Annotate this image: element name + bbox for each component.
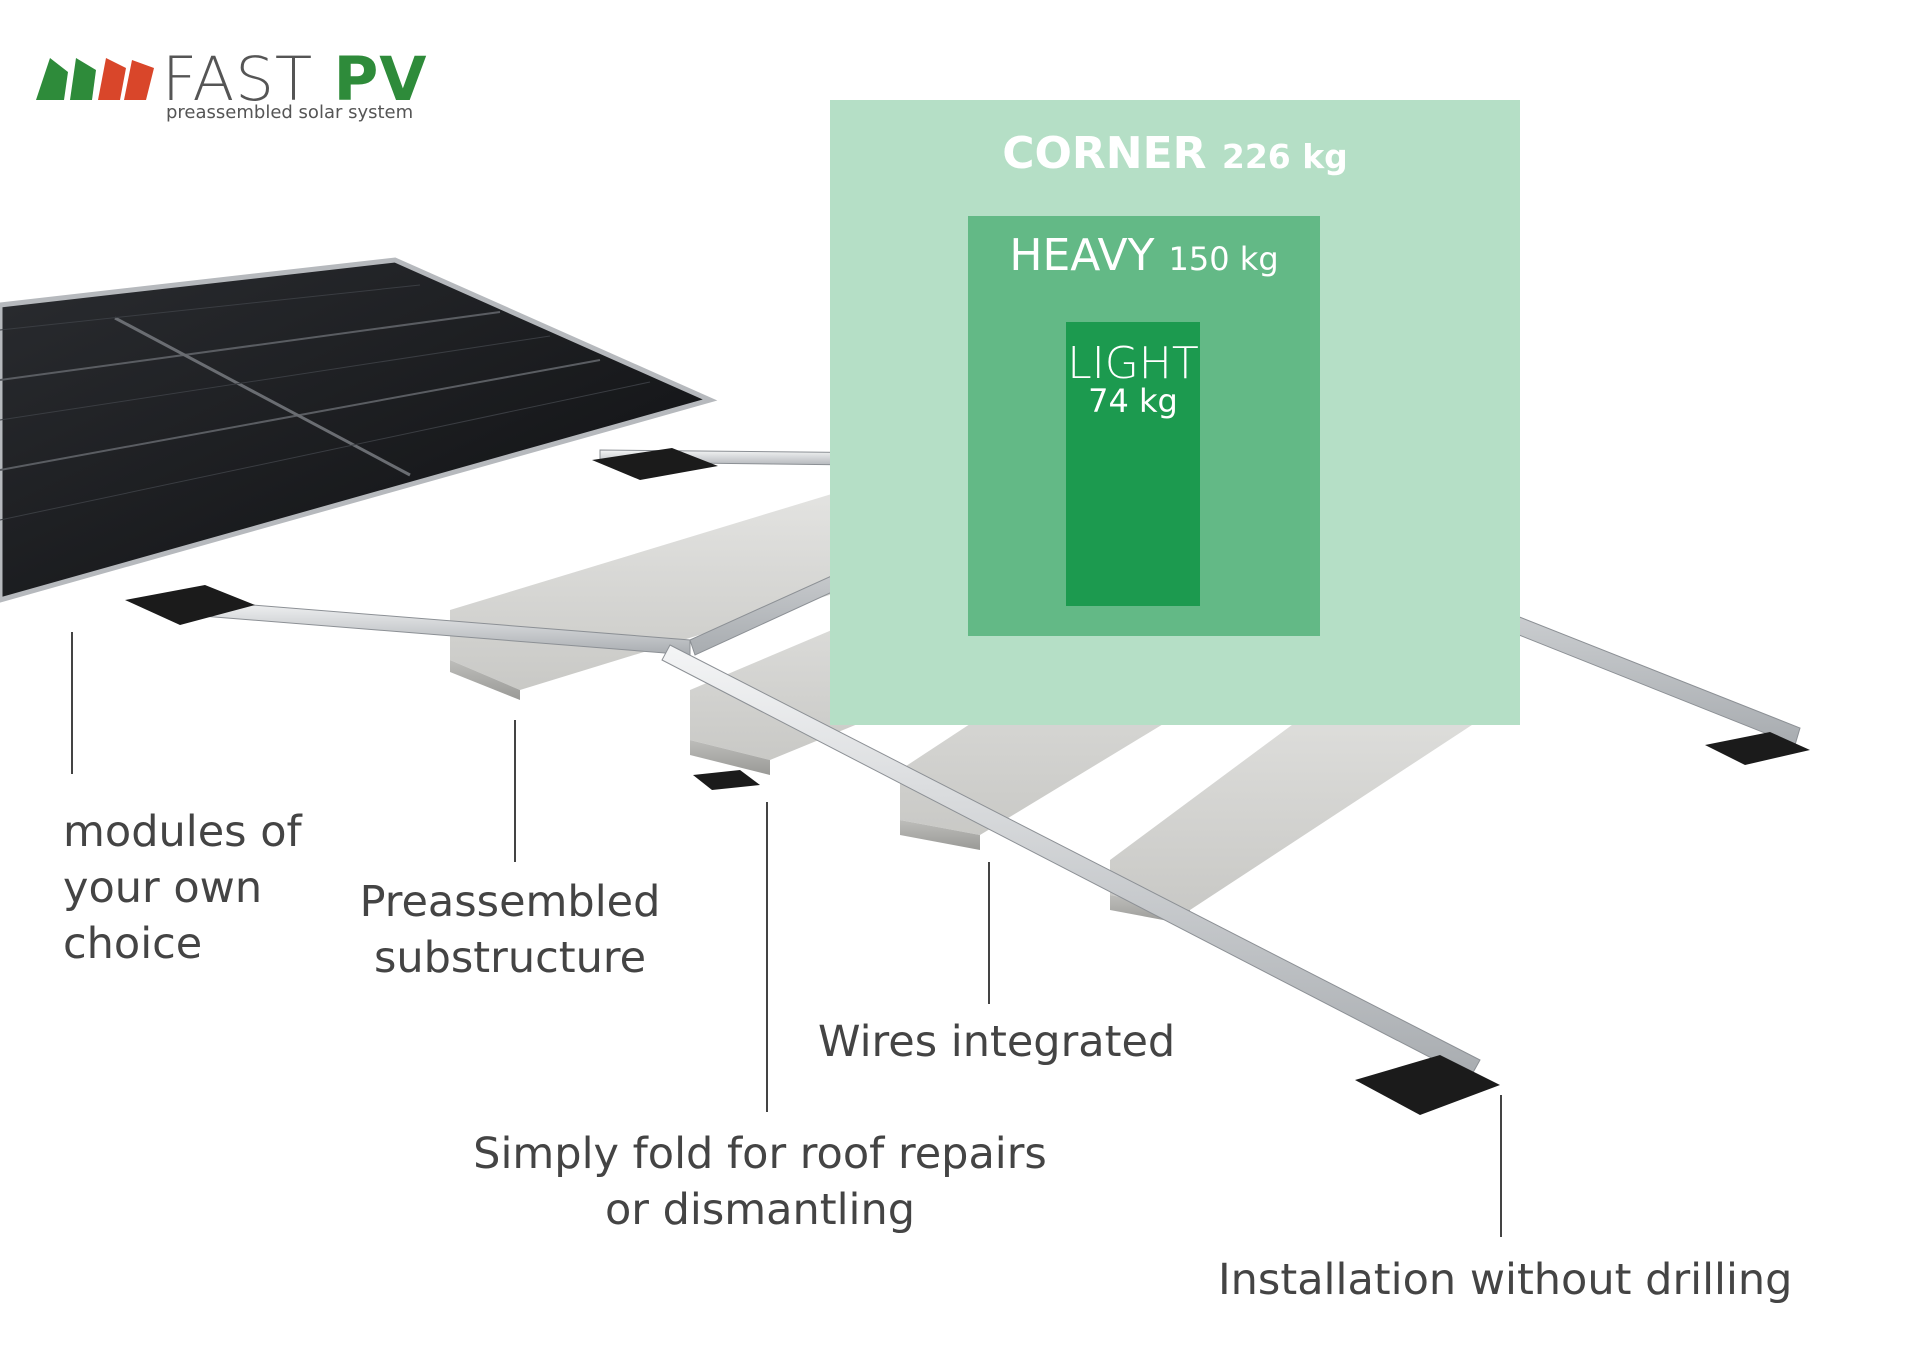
- callout-modules-line-3: choice: [63, 919, 203, 969]
- callout-modules-line-2: your own: [63, 863, 263, 913]
- light-weight-zone: [1066, 322, 1200, 606]
- corner-label-text: CORNER: [1002, 128, 1207, 179]
- callout-substructure: Preassembled substructure: [300, 874, 720, 986]
- heavy-weight-value: 150 kg: [1168, 240, 1279, 278]
- callout-line-modules: [71, 632, 73, 774]
- heavy-weight-label: HEAVY 150 kg: [968, 230, 1320, 281]
- logo-tagline: preassembled solar system: [166, 102, 414, 123]
- callout-fold-line-2: or dismantling: [604, 1185, 916, 1235]
- callout-substructure-line-2: substructure: [373, 933, 647, 983]
- logo-fast-text: FAST: [162, 44, 314, 115]
- callout-line-fold: [766, 802, 768, 1112]
- corner-weight-label: CORNER 226 kg: [830, 128, 1520, 179]
- logo-pv-text: PV: [333, 44, 428, 115]
- light-weight-value: 74 kg: [1088, 382, 1178, 420]
- fast-pv-logo: FAST PV preassembled solar system: [36, 48, 436, 128]
- callout-modules-line-1: modules of: [63, 807, 302, 857]
- light-label-text: LIGHT: [1067, 338, 1199, 389]
- callout-modules: modules of your own choice: [63, 804, 302, 972]
- solar-panel: [0, 257, 718, 603]
- logo-mark-icon: [36, 58, 154, 100]
- callout-substructure-line-1: Preassembled: [359, 877, 661, 927]
- logo-wordmark: FAST PV: [162, 48, 428, 112]
- callout-wires: Wires integrated: [818, 1017, 1176, 1067]
- heavy-label-text: HEAVY: [1009, 230, 1155, 281]
- callout-fold: Simply fold for roof repairs or dismantl…: [460, 1126, 1060, 1238]
- callout-line-installation: [1500, 1095, 1502, 1237]
- rubber-feet: [125, 448, 1810, 1115]
- callout-installation: Installation without drilling: [1218, 1255, 1793, 1305]
- callout-line-wires: [988, 862, 990, 1004]
- callout-fold-line-1: Simply fold for roof repairs: [473, 1129, 1047, 1179]
- callout-line-substructure: [514, 720, 516, 862]
- corner-weight-value: 226 kg: [1221, 137, 1348, 176]
